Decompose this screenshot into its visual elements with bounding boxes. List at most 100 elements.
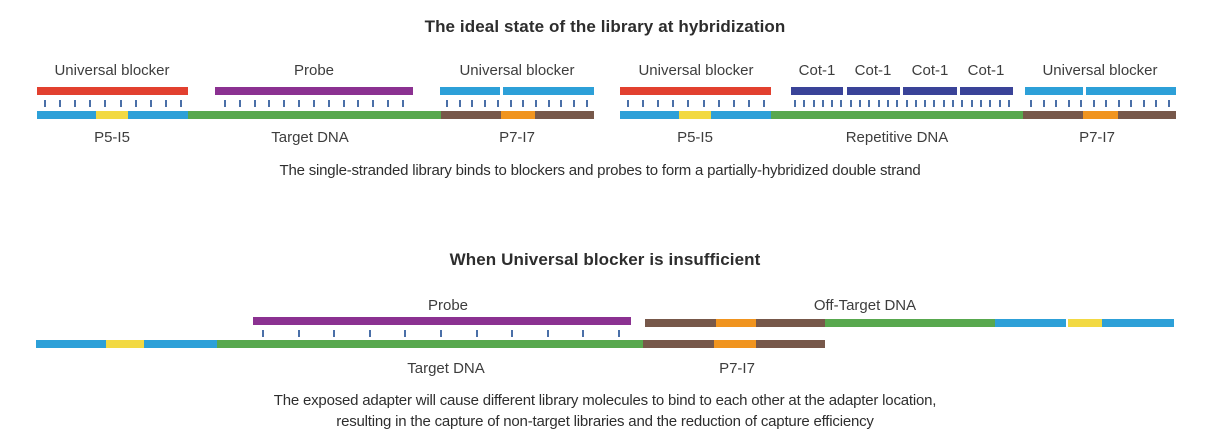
p5-adapter-segment xyxy=(995,319,1066,327)
base-pair-tick xyxy=(1067,100,1070,107)
p5-i5-label: P5-I5 xyxy=(94,129,130,146)
base-pair-tick xyxy=(1117,100,1120,107)
base-pair-tick xyxy=(803,100,806,107)
p7-adapter-segment xyxy=(441,111,501,119)
p7-adapter-segment xyxy=(756,319,825,327)
base-pair-tick xyxy=(585,100,588,107)
base-pair-tick xyxy=(657,100,660,107)
target-dna-segment xyxy=(188,111,441,119)
base-pair-tick xyxy=(821,100,824,107)
base-pair-tick xyxy=(687,100,690,107)
base-pair-tick xyxy=(134,100,137,107)
base-pair-tick xyxy=(368,330,371,337)
probe-bar xyxy=(215,87,413,95)
base-pair-tick xyxy=(1042,100,1045,107)
base-pair-tick xyxy=(89,100,92,107)
universal-blocker-bar xyxy=(1025,87,1083,95)
cot1-label: Cot-1 xyxy=(911,62,949,79)
base-pair-tick xyxy=(224,100,226,107)
p5-adapter-segment xyxy=(711,111,771,119)
base-pair-tick xyxy=(979,100,982,107)
i7-index-segment xyxy=(501,111,535,119)
base-pair-tick xyxy=(642,100,645,107)
base-pair-tick xyxy=(74,100,77,107)
base-pair-tick xyxy=(924,100,927,107)
base-pair-tick xyxy=(868,100,871,107)
base-pair-tick xyxy=(1155,100,1158,107)
base-pair-tick xyxy=(404,330,407,337)
cot1-bar xyxy=(903,87,957,95)
base-pair-tick xyxy=(484,100,487,107)
target-dna-segment xyxy=(217,340,643,348)
base-pair-tick xyxy=(1130,100,1133,107)
cot1-bar xyxy=(791,87,843,95)
p5-adapter-segment xyxy=(36,340,106,348)
base-pair-tick xyxy=(119,100,122,107)
p7-adapter-segment xyxy=(643,340,714,348)
base-pair-tick xyxy=(794,100,796,107)
base-pair-tick xyxy=(1007,100,1010,107)
base-pair-tick xyxy=(104,100,107,107)
universal-blocker-bar xyxy=(620,87,771,95)
base-pair-tick xyxy=(560,100,563,107)
base-pair-tick xyxy=(546,330,549,337)
base-pair-tick xyxy=(831,100,834,107)
base-pair-tick xyxy=(238,100,241,107)
p7-i7-label: P7-I7 xyxy=(1079,129,1115,146)
base-pair-tick xyxy=(164,100,167,107)
universal-blocker-bar xyxy=(37,87,188,95)
off-target-dna-label: Off-Target DNA xyxy=(813,297,917,314)
p5-adapter-segment xyxy=(620,111,679,119)
hybridization-ticks xyxy=(794,100,1010,107)
base-pair-tick xyxy=(762,100,765,107)
base-pair-tick xyxy=(1142,100,1145,107)
i5-index-segment xyxy=(679,111,711,119)
base-pair-tick xyxy=(672,100,675,107)
p7-adapter-segment xyxy=(645,319,716,327)
repetitive-dna-label: Repetitive DNA xyxy=(845,129,949,146)
repetitive-dna-segment xyxy=(771,111,1023,119)
base-pair-tick xyxy=(942,100,945,107)
base-pair-tick xyxy=(535,100,538,107)
universal-blocker-label: Universal blocker xyxy=(54,62,170,79)
hybridization-ticks xyxy=(1030,100,1170,107)
p7-adapter-segment xyxy=(1118,111,1176,119)
base-pair-tick xyxy=(496,100,499,107)
target-dna-label: Target DNA xyxy=(407,360,485,377)
probe-label: Probe xyxy=(427,297,469,314)
i7-index-segment xyxy=(1083,111,1118,119)
base-pair-tick xyxy=(717,100,720,107)
base-pair-tick xyxy=(327,100,330,107)
universal-blocker-bar xyxy=(440,87,500,95)
p7-i7-label: P7-I7 xyxy=(499,129,535,146)
base-pair-tick xyxy=(387,100,390,107)
base-pair-tick xyxy=(812,100,815,107)
base-pair-tick xyxy=(896,100,899,107)
hybridization-ticks xyxy=(44,100,182,107)
universal-blocker-label: Universal blocker xyxy=(459,62,575,79)
bottom-caption-line2: resulting in the capture of non-target l… xyxy=(336,413,874,430)
base-pair-tick xyxy=(522,100,525,107)
base-pair-tick xyxy=(357,100,360,107)
universal-blocker-bar xyxy=(503,87,594,95)
base-pair-tick xyxy=(961,100,964,107)
universal-blocker-bar xyxy=(1086,87,1176,95)
cot1-bar xyxy=(960,87,1013,95)
base-pair-tick xyxy=(458,100,461,107)
base-pair-tick xyxy=(446,100,448,107)
base-pair-tick xyxy=(886,100,889,107)
base-pair-tick xyxy=(732,100,735,107)
base-pair-tick xyxy=(372,100,375,107)
base-pair-tick xyxy=(312,100,315,107)
i5-index-segment xyxy=(96,111,128,119)
base-pair-tick xyxy=(582,330,585,337)
base-pair-tick xyxy=(333,330,336,337)
base-pair-tick xyxy=(747,100,750,107)
base-pair-tick xyxy=(998,100,1001,107)
base-pair-tick xyxy=(1080,100,1083,107)
base-pair-tick xyxy=(1030,100,1032,107)
base-pair-tick xyxy=(471,100,474,107)
base-pair-tick xyxy=(439,330,442,337)
p5-adapter-segment xyxy=(144,340,217,348)
base-pair-tick xyxy=(253,100,256,107)
